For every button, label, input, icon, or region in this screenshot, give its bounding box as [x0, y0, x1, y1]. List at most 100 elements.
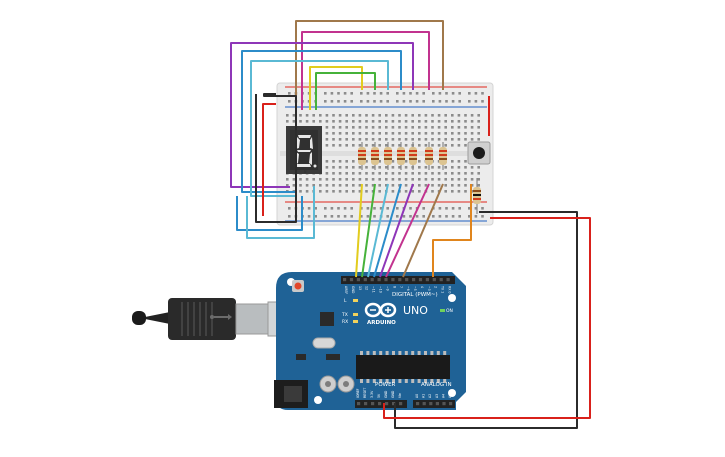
- chip-pin: [411, 351, 415, 355]
- breadboard-hole: [385, 172, 388, 175]
- wire-black-gnd[interactable]: [394, 211, 578, 429]
- digital-pin[interactable]: [412, 278, 416, 282]
- wire-green-pin[interactable]: [361, 183, 376, 278]
- breadboard-hole: [404, 120, 408, 123]
- breadboard-hole: [477, 178, 480, 181]
- wire-green-top[interactable]: [315, 72, 376, 110]
- wire-cyan-left[interactable]: [246, 186, 315, 239]
- analog-pin[interactable]: [416, 402, 420, 406]
- wire-blue-top[interactable]: [241, 50, 402, 193]
- wire-cyan-top[interactable]: [250, 60, 389, 197]
- wire-brown-top[interactable]: [295, 20, 444, 110]
- wire-yellow-top[interactable]: [309, 66, 363, 110]
- breadboard-hole: [299, 184, 302, 187]
- breadboard-hole: [360, 100, 363, 103]
- power-pin[interactable]: [378, 402, 382, 406]
- power-pin[interactable]: [357, 402, 361, 406]
- breadboard[interactable]: 8: [276, 82, 494, 226]
- breadboard-hole: [350, 215, 353, 218]
- power-pin[interactable]: [392, 402, 396, 406]
- breadboard-hole: [366, 207, 370, 210]
- digital-pin[interactable]: [370, 278, 374, 282]
- power-pin[interactable]: [371, 402, 375, 406]
- breadboard-hole: [378, 166, 381, 169]
- breadboard-hole: [404, 172, 408, 175]
- breadboard-hole: [474, 100, 478, 103]
- mount-hole-2: [448, 294, 456, 302]
- power-pin[interactable]: [399, 402, 403, 406]
- breadboard-hole: [438, 215, 442, 218]
- breadboard-hole: [464, 184, 467, 187]
- digital-pin[interactable]: [343, 278, 347, 282]
- breadboard-hole: [366, 215, 370, 218]
- breadboard-hole: [378, 132, 381, 135]
- pushbutton[interactable]: [467, 141, 491, 165]
- wire-blue-left[interactable]: [236, 196, 303, 231]
- digital-pin[interactable]: [446, 278, 450, 282]
- seven-segment-display[interactable]: 8: [286, 126, 322, 174]
- digital-pin[interactable]: [349, 278, 354, 282]
- breadboard-hole: [424, 144, 428, 147]
- wire-yellow-pin[interactable]: [355, 183, 363, 278]
- digital-pin[interactable]: [425, 278, 429, 282]
- analog-pin[interactable]: [449, 402, 453, 406]
- wire-red-left[interactable]: [262, 103, 276, 216]
- breadboard-hole: [418, 172, 421, 175]
- digital-pin[interactable]: [356, 278, 360, 282]
- digital-pin[interactable]: [363, 278, 367, 282]
- analog-pin[interactable]: [429, 402, 433, 406]
- digital-pin[interactable]: [377, 278, 381, 282]
- breadboard-hole: [325, 190, 329, 193]
- wire-black-left[interactable]: [255, 93, 297, 223]
- analog-pin[interactable]: [422, 402, 426, 406]
- usb-cable[interactable]: [132, 298, 281, 340]
- diode: [326, 354, 340, 360]
- digital-pin[interactable]: [391, 278, 395, 282]
- breadboard-hole: [411, 132, 414, 135]
- digital-pin-label: ~6: [406, 286, 410, 291]
- breadboard-hole: [457, 172, 461, 175]
- digital-pin[interactable]: [432, 278, 436, 282]
- breadboard-hole: [451, 215, 455, 218]
- wire-purple-pin[interactable]: [379, 183, 414, 278]
- analog-pin[interactable]: [435, 402, 439, 406]
- wire-brown-pin[interactable]: [402, 183, 444, 278]
- wire-magenta-pin[interactable]: [385, 183, 430, 278]
- breadboard-hole: [444, 172, 447, 175]
- power-pin[interactable]: [385, 402, 389, 406]
- breadboard-hole: [373, 100, 376, 103]
- digital-pin[interactable]: [384, 278, 388, 282]
- wire-orange-button[interactable]: [432, 184, 472, 277]
- breadboard-hole: [386, 207, 389, 210]
- power-pin[interactable]: [364, 402, 368, 406]
- breadboard-hole: [451, 166, 454, 169]
- breadboard-hole: [477, 132, 480, 135]
- analog-pin[interactable]: [442, 402, 446, 406]
- wire-blue-pin[interactable]: [373, 183, 402, 278]
- digital-pin[interactable]: [405, 278, 409, 282]
- chip-pin: [366, 351, 370, 355]
- resistor-array[interactable]: [358, 142, 447, 170]
- wire-cyan-pin[interactable]: [367, 183, 389, 278]
- analog-header: [413, 400, 455, 408]
- digital-pin[interactable]: [439, 278, 443, 282]
- breadboard-hole: [373, 207, 376, 210]
- breadboard-hole: [445, 100, 448, 103]
- breadboard-hole: [373, 92, 376, 95]
- wire-magenta-top[interactable]: [301, 31, 430, 110]
- breadboard-hole: [314, 215, 317, 218]
- wire-red-5v[interactable]: [383, 217, 591, 419]
- digital-pin[interactable]: [418, 278, 423, 282]
- digital-pin[interactable]: [398, 278, 402, 282]
- breadboard-hole: [396, 92, 399, 95]
- breadboard-hole: [319, 120, 322, 123]
- breadboard-hole: [292, 178, 296, 181]
- breadboard-hole: [431, 132, 434, 135]
- breadboard-hole: [325, 132, 329, 135]
- breadboard-hole: [398, 138, 401, 141]
- breadboard-hole: [431, 120, 434, 123]
- breadboard-hole: [325, 114, 329, 117]
- digital-pin-label: GND: [351, 286, 355, 294]
- breadboard-hole: [378, 172, 381, 175]
